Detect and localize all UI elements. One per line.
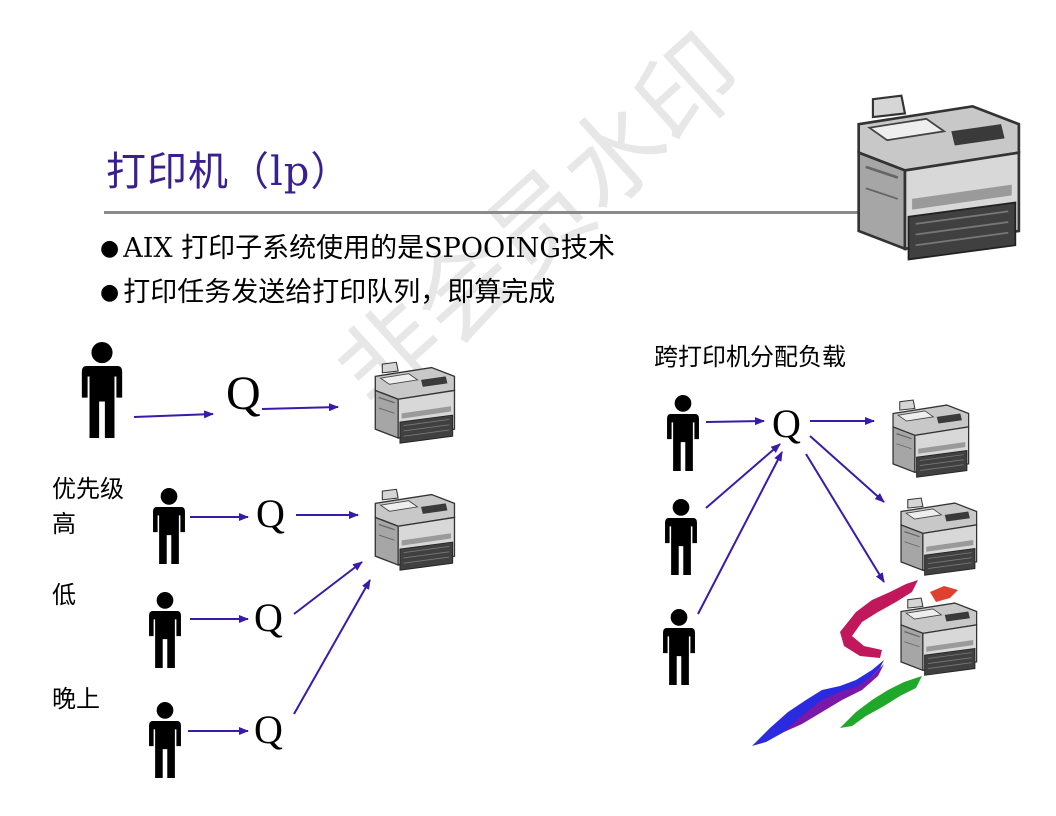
- priority-label: 优先级: [52, 475, 124, 503]
- person-icon: [81, 342, 123, 438]
- person-icon: [667, 395, 699, 471]
- person-icon: [665, 499, 697, 575]
- person-icon: [663, 609, 695, 685]
- flow-arrow: [705, 443, 781, 509]
- bullet-item-1: ●AIX 打印子系统使用的是SPOOING技术: [100, 232, 615, 266]
- person-icon: [153, 488, 185, 564]
- bullet-text: AIX 打印子系统使用的是SPOOING技术: [123, 233, 615, 264]
- flow-arrow: [293, 579, 371, 715]
- priority-low-label: 低: [52, 581, 76, 609]
- flow-arrow: [293, 561, 363, 615]
- printer-icon: [892, 399, 970, 479]
- flow-arrow: [705, 417, 765, 426]
- bullet-dot-icon: ●: [100, 280, 120, 305]
- flow-arrow: [809, 435, 885, 503]
- bullet-text: 打印任务发送给打印队列，即算完成: [123, 277, 556, 308]
- queue-q-label: Q: [256, 491, 285, 536]
- bullet-dot-icon: ●: [100, 236, 120, 261]
- slide-title: 打印机（lp）: [106, 149, 352, 195]
- load-balance-heading: 跨打印机分配负载: [654, 343, 846, 371]
- flow-arrow: [805, 453, 885, 583]
- printer-icon: [857, 94, 1021, 261]
- flow-arrow: [133, 410, 214, 419]
- person-icon: [149, 592, 181, 668]
- queue-q-label: Q: [254, 707, 283, 752]
- priority-high-label: 高: [52, 510, 76, 538]
- printer-icon: [374, 488, 456, 571]
- title-divider: [104, 211, 860, 214]
- paper-streak-decoration: [752, 580, 958, 746]
- flow-arrow: [697, 451, 783, 615]
- person-icon: [149, 702, 181, 778]
- priority-night-label: 晚上: [52, 685, 100, 713]
- printer-icon: [900, 497, 978, 577]
- queue-q-label: Q: [772, 401, 801, 446]
- flow-arrow: [261, 403, 339, 412]
- queue-q-label: Q: [226, 367, 261, 420]
- printer-icon: [900, 597, 978, 677]
- bullet-item-2: ●打印任务发送给打印队列，即算完成: [100, 276, 555, 310]
- queue-q-label: Q: [254, 595, 283, 640]
- printer-icon: [374, 361, 456, 444]
